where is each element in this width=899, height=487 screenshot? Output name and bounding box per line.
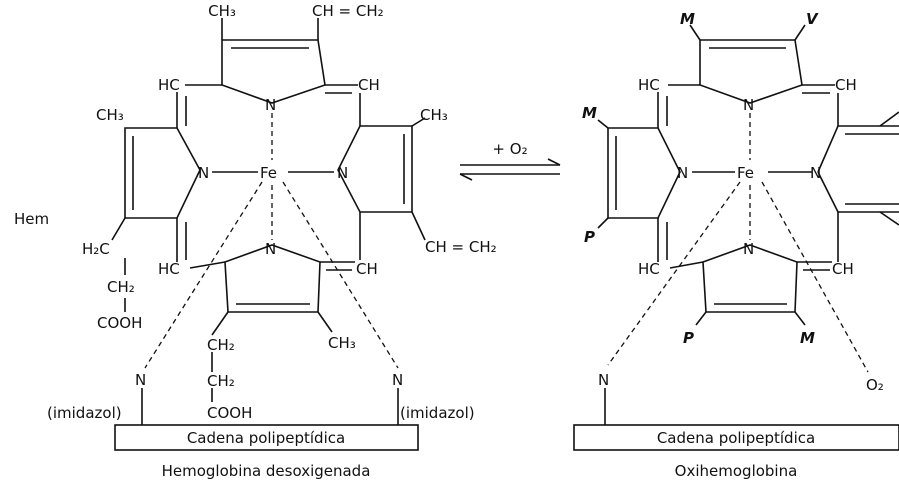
hem-label: Hem <box>14 210 49 228</box>
oxy-heme-structure <box>597 24 899 425</box>
right-hc-bottom: HC <box>638 260 660 278</box>
left-cooh-left: COOH <box>97 314 142 332</box>
left-caption: Hemoglobina desoxigenada <box>162 462 371 480</box>
left-n-bottom: N <box>265 240 276 258</box>
left-n-imid-right: N <box>392 371 403 389</box>
left-hc-top: HC <box>158 76 180 94</box>
left-n-right: N <box>337 164 348 182</box>
left-ch3-left: CH₃ <box>96 106 124 124</box>
right-v-top: V <box>806 10 819 28</box>
equilibrium-arrows <box>459 158 561 181</box>
right-p-left: P <box>584 228 595 246</box>
right-caption: Oxihemoglobina <box>675 462 798 480</box>
right-n-bottom: N <box>743 240 754 258</box>
left-ch3-right: CH₃ <box>420 106 448 124</box>
right-hc-top: HC <box>638 76 660 94</box>
left-fe: Fe <box>260 164 277 182</box>
right-fe: Fe <box>737 164 754 182</box>
left-imidazol-right: (imidazol) <box>400 404 475 422</box>
right-m-left: M <box>582 104 597 122</box>
right-o2: O₂ <box>866 376 884 394</box>
right-p-bottom: P <box>683 329 694 347</box>
left-n-left: N <box>198 164 209 182</box>
left-hc-bottom: HC <box>158 260 180 278</box>
left-vinyl-right: CH = CH₂ <box>425 238 497 256</box>
left-ch2-mid1: CH₂ <box>207 336 235 354</box>
right-m-bottom: M <box>800 329 815 347</box>
right-n-imid: N <box>598 371 609 389</box>
reaction-o2-label: + O₂ <box>492 140 527 158</box>
left-ch2-mid2: CH₂ <box>207 372 235 390</box>
right-n-top: N <box>743 96 754 114</box>
right-ch-bottom: CH <box>832 260 854 278</box>
right-m-top: M <box>680 10 695 28</box>
left-ch-top: CH <box>358 76 380 94</box>
left-cooh-mid: COOH <box>207 404 252 422</box>
left-n-top: N <box>265 96 276 114</box>
polypeptide-chain-box-left <box>114 424 419 451</box>
deoxy-heme-structure <box>111 18 426 425</box>
right-ch-top: CH <box>835 76 857 94</box>
left-ch3-top: CH₃ <box>208 2 236 20</box>
left-vinyl-top: CH = CH₂ <box>312 2 384 20</box>
right-chain-label: Cadena polipeptídica <box>657 429 815 447</box>
left-ch3-bottom: CH₃ <box>328 334 356 352</box>
left-imidazol-left: (imidazol) <box>47 404 122 422</box>
left-h2c: H₂C <box>82 240 110 258</box>
polypeptide-chain-box-right <box>573 424 899 451</box>
left-ch2-left: CH₂ <box>107 278 135 296</box>
left-ch-bottom: CH <box>356 260 378 278</box>
right-n-left: N <box>677 164 688 182</box>
left-chain-label: Cadena polipeptídica <box>187 429 345 447</box>
left-n-imid-left: N <box>135 371 146 389</box>
right-n-right: N <box>810 164 821 182</box>
